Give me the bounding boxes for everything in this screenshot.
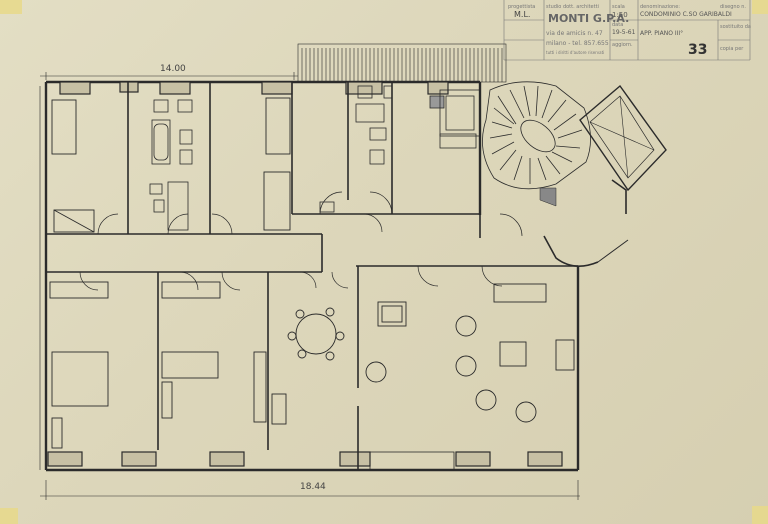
tape-bottom-left [0, 508, 18, 524]
apartment-name: APP. PIANO III° [640, 30, 684, 37]
drawing-label: disegno n. [720, 4, 746, 10]
bottom-dimension-label: 18.44 [300, 482, 326, 492]
update-label: aggiorn. [612, 42, 633, 48]
balcony-railing [297, 43, 507, 83]
dining-table [287, 307, 345, 361]
interior-walls [46, 82, 578, 470]
scale-label: scala [612, 4, 625, 10]
door-swings [79, 191, 523, 291]
tape-top-left [0, 0, 22, 14]
studio-name: MONTI G.P.A. [548, 12, 630, 25]
designer-initials: M.L. [514, 10, 531, 19]
top-dimension-line [40, 72, 298, 80]
project-label: denominazione: [640, 4, 680, 10]
tape-top-right [752, 0, 768, 14]
sheet-number: 33 [688, 42, 708, 58]
top-windows [59, 81, 449, 95]
bed-bottom-left [49, 281, 109, 449]
designer-label: progettista [508, 4, 536, 10]
title-block-frame [503, 0, 751, 61]
bed-top-left [51, 99, 95, 233]
bottom-dimension-line [39, 86, 580, 500]
date-label: data [612, 22, 624, 28]
bed-top-middle [263, 97, 291, 231]
studio-label: studio dott. architetti [546, 4, 599, 10]
entry-hall [479, 215, 629, 267]
exterior-walls [44, 80, 580, 472]
studio-address: via de amicis n. 47 [546, 30, 603, 37]
tape-bottom-right [752, 506, 768, 524]
project-name: CONDOMINIO C.SO GARIBALDI [640, 11, 732, 18]
studio-phone: milano - tel. 857.655 [546, 40, 609, 47]
bed-bottom-middle [161, 281, 287, 425]
top-dimension-label: 14.00 [160, 64, 186, 74]
living-room-furniture [365, 283, 575, 423]
substitute-label: sostituito da [720, 24, 751, 30]
date-value: 19-5-61 [612, 29, 636, 36]
spiral-staircase [482, 81, 591, 207]
elevator-shaft [579, 84, 667, 214]
bathroom-1-fixtures [149, 99, 193, 231]
bottom-windows [47, 451, 563, 471]
bathroom-2-fixtures [319, 85, 393, 213]
scale-value: 1:50 [612, 11, 628, 19]
copy-label: copia per [720, 46, 744, 52]
kitchen-fixtures [429, 89, 481, 149]
copyright-note: tutti i diritti d'autore riservati [546, 50, 605, 55]
